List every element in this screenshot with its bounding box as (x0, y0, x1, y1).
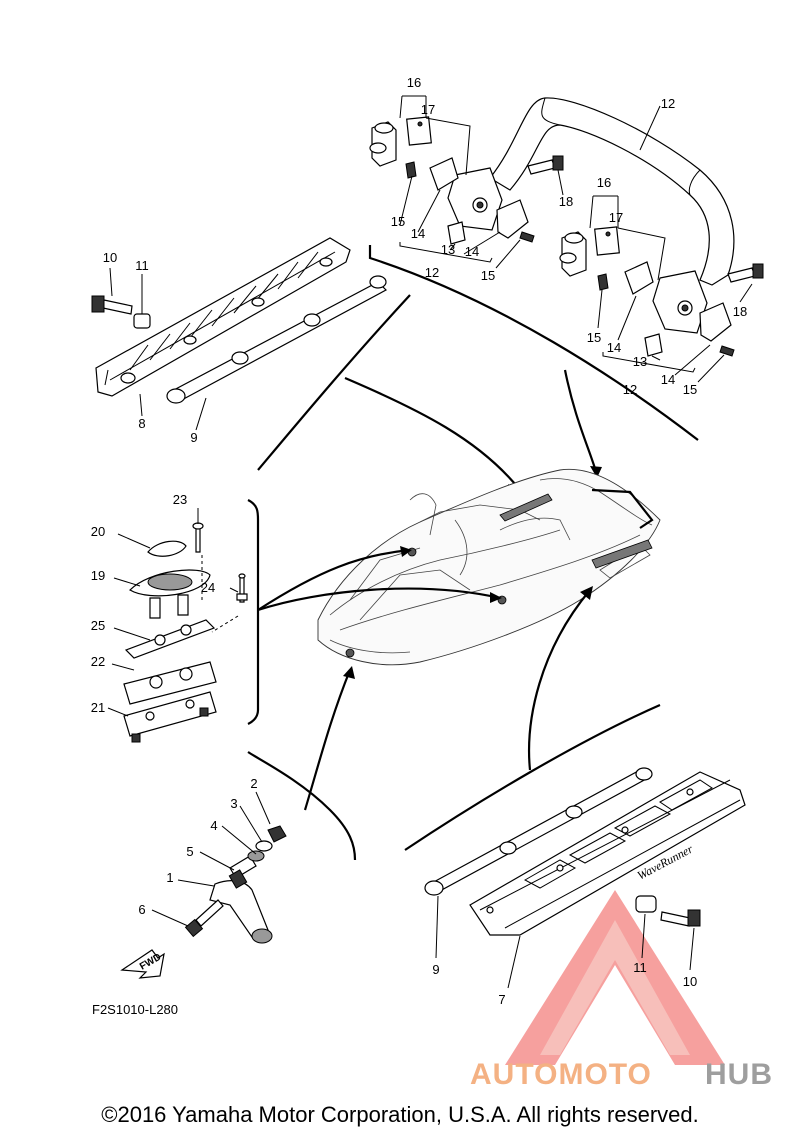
callout-12: 12 (425, 265, 439, 280)
callout-19: 19 (91, 568, 105, 583)
callout-18: 18 (559, 194, 573, 209)
grab-handle-assembly (368, 95, 764, 441)
callout-11: 11 (633, 960, 647, 975)
watercraft-outline (317, 468, 661, 666)
callout-17: 17 (609, 210, 623, 225)
callout-20: 20 (91, 524, 105, 539)
watermark-text: AUTOMOTO (470, 1058, 652, 1091)
callout-14: 14 (411, 226, 425, 241)
callout-3: 3 (230, 796, 237, 811)
callout-16: 16 (597, 175, 611, 190)
callout-10: 10 (103, 250, 117, 265)
callout-13: 13 (441, 242, 455, 257)
stern-step-assembly (404, 586, 746, 989)
callout-23: 23 (173, 492, 187, 507)
callout-15: 15 (587, 330, 601, 345)
callout-9: 9 (190, 430, 197, 445)
callout-24: 24 (201, 580, 215, 595)
callout-6: 6 (138, 902, 145, 917)
callout-15: 15 (481, 268, 495, 283)
watermark-logo (505, 890, 725, 1065)
callout-14: 14 (465, 244, 479, 259)
callout-15: 15 (683, 382, 697, 397)
callout-12: 12 (623, 382, 637, 397)
callout-1: 1 (166, 870, 173, 885)
callout-22: 22 (91, 654, 105, 669)
callout-17: 17 (421, 102, 435, 117)
watermark-text-hub: HUB (705, 1058, 773, 1091)
callout-21: 21 (91, 700, 105, 715)
boarding-step-assembly (91, 237, 602, 497)
callout-9: 9 (432, 962, 439, 977)
callout-14: 14 (607, 340, 621, 355)
callout-13: 13 (633, 354, 647, 369)
callout-12: 12 (661, 96, 675, 111)
callout-5: 5 (186, 844, 193, 859)
callout-4: 4 (210, 818, 217, 833)
callout-11: 11 (135, 258, 149, 273)
callout-2: 2 (250, 776, 257, 791)
copyright-notice: ©2016 Yamaha Motor Corporation, U.S.A. A… (101, 1102, 699, 1127)
callout-8: 8 (138, 416, 145, 431)
cleat-assembly (107, 499, 502, 743)
bow-eye-assembly (120, 666, 357, 979)
diagram-code: F2S1010-L280 (92, 1002, 179, 1017)
callout-16: 16 (407, 75, 421, 90)
callout-25: 25 (91, 618, 105, 633)
callout-14: 14 (661, 372, 675, 387)
callout-7: 7 (498, 992, 505, 1007)
callout-18: 18 (733, 304, 747, 319)
callout-15: 15 (391, 214, 405, 229)
callout-10: 10 (683, 974, 697, 989)
